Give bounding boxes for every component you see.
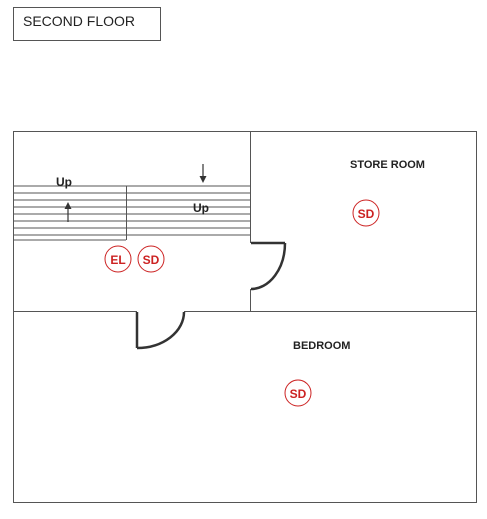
arrow-down-icon xyxy=(199,164,207,183)
marker-el-hall: EL xyxy=(110,253,125,267)
marker-sd-store: SD xyxy=(358,207,375,221)
smoke-detector-icon: SD xyxy=(352,199,380,227)
staircase xyxy=(13,185,250,241)
bedroom-door[interactable] xyxy=(135,311,186,350)
store-room-label: STORE ROOM xyxy=(350,159,425,171)
arrow-up-icon xyxy=(64,202,72,222)
bedroom-label: BEDROOM xyxy=(293,340,350,352)
marker-sd-hall: SD xyxy=(143,253,160,267)
store-room-door[interactable] xyxy=(250,241,287,291)
stairs-up-label-left: Up xyxy=(56,175,72,189)
emergency-light-icon: EL xyxy=(104,245,132,273)
title-box: SECOND FLOOR xyxy=(13,7,161,41)
floor-title: SECOND FLOOR xyxy=(23,13,135,29)
marker-sd-bedroom: SD xyxy=(290,387,307,401)
outer-wall xyxy=(13,131,477,503)
smoke-detector-icon: SD xyxy=(284,379,312,407)
stairs-up-label-right: Up xyxy=(193,201,209,215)
smoke-detector-icon: SD xyxy=(137,245,165,273)
